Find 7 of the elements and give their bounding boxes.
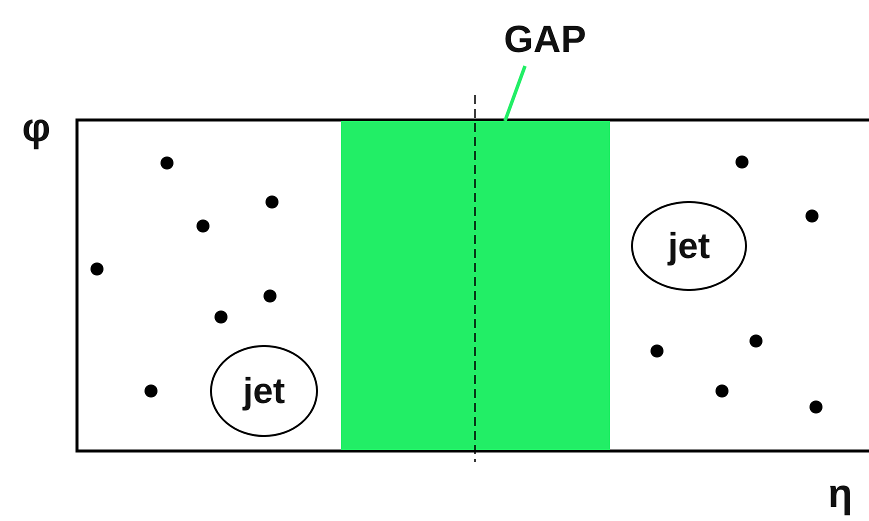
jet-label: jet [668,228,710,264]
leader-line [503,65,527,122]
axis-label: φ [22,108,51,148]
axis-label: η [828,474,852,514]
gap-label: GAP [490,18,600,62]
jet-label: jet [242,373,285,409]
gap-band [341,121,610,450]
